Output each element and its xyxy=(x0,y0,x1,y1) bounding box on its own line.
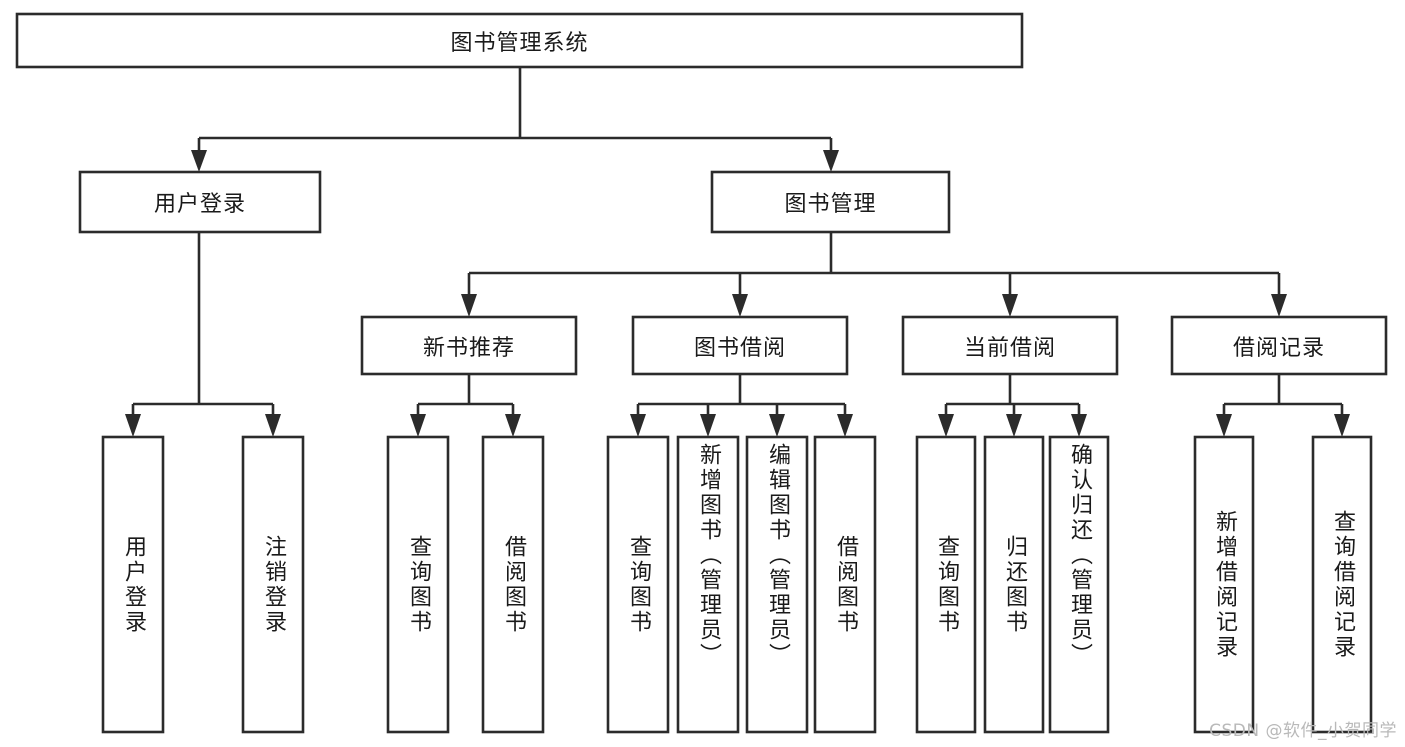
connector-group-current-borrow xyxy=(938,374,1087,437)
node-box-user-login-leaf[interactable] xyxy=(101,435,165,734)
node-box-user-logout-leaf[interactable] xyxy=(241,435,305,734)
arrow-head-user-login-leaf xyxy=(125,414,141,437)
connector-group-borrow-record xyxy=(1216,374,1350,437)
arrow-head-book-borrow xyxy=(732,294,748,317)
arrow-head-query-book-3 xyxy=(938,414,954,437)
connector-group-new-book-recommend xyxy=(410,374,521,437)
node-box-book-borrow[interactable] xyxy=(631,315,849,376)
arrow-head-user-login xyxy=(191,150,207,172)
arrow-head-edit-book-admin xyxy=(769,414,785,437)
arrow-head-query-borrow-record xyxy=(1334,414,1350,437)
arrow-head-confirm-return-admin xyxy=(1071,414,1087,437)
node-box-confirm-return-admin[interactable] xyxy=(1048,435,1110,734)
connector-group-user-login xyxy=(125,232,281,437)
node-box-current-borrow[interactable] xyxy=(901,315,1119,376)
node-box-query-book-1[interactable] xyxy=(386,435,450,734)
node-box-root[interactable] xyxy=(15,12,1024,69)
connector-group-book-borrow xyxy=(630,374,853,437)
arrow-head-borrow-book-2 xyxy=(837,414,853,437)
arrow-head-query-book-1 xyxy=(410,414,426,437)
node-box-edit-book-admin[interactable] xyxy=(745,435,809,734)
node-box-user-login[interactable] xyxy=(78,170,322,234)
node-box-add-borrow-record[interactable] xyxy=(1193,435,1255,734)
connector-group-book-manage xyxy=(461,232,1287,317)
node-box-query-book-2[interactable] xyxy=(606,435,670,734)
arrow-head-return-book xyxy=(1006,414,1022,437)
arrow-head-query-book-2 xyxy=(630,414,646,437)
node-box-query-book-3[interactable] xyxy=(915,435,977,734)
arrow-head-add-borrow-record xyxy=(1216,414,1232,437)
node-box-borrow-book-1[interactable] xyxy=(481,435,545,734)
arrow-head-borrow-book-1 xyxy=(505,414,521,437)
node-box-query-borrow-record[interactable] xyxy=(1311,435,1373,734)
watermark: CSDN @软件_小贺同学 xyxy=(1209,721,1397,741)
arrow-head-current-borrow xyxy=(1002,294,1018,317)
arrow-head-new-book-recommend xyxy=(461,294,477,317)
arrow-head-add-book-admin xyxy=(700,414,716,437)
connector-group-root xyxy=(191,67,839,172)
arrow-head-book-manage xyxy=(823,150,839,172)
node-box-book-manage[interactable] xyxy=(710,170,951,234)
arrow-head-user-logout-leaf xyxy=(265,414,281,437)
node-box-borrow-book-2[interactable] xyxy=(813,435,877,734)
node-box-borrow-record[interactable] xyxy=(1170,315,1388,376)
node-box-new-book-recommend[interactable] xyxy=(360,315,578,376)
node-box-return-book[interactable] xyxy=(983,435,1045,734)
arrow-head-borrow-record xyxy=(1271,294,1287,317)
node-box-add-book-admin[interactable] xyxy=(676,435,740,734)
